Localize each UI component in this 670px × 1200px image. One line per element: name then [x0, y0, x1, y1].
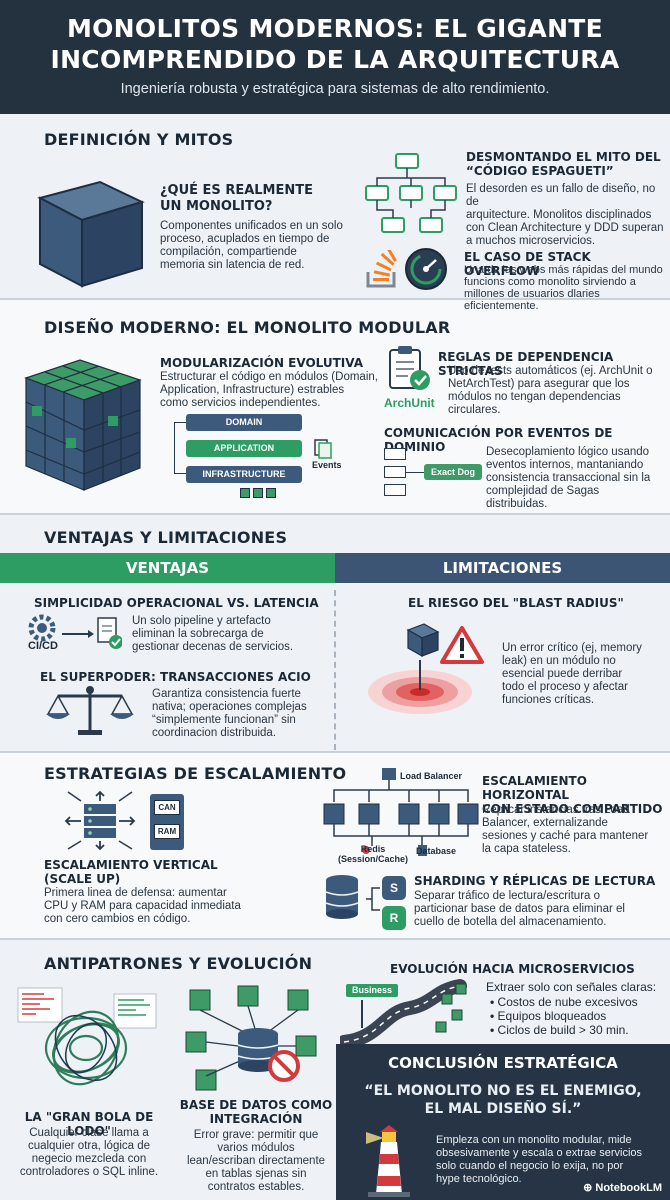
- stack-overflow-text: Una de las webs más rápidas del mundo fu…: [464, 264, 663, 312]
- list-item: Costos de nube excesivos: [490, 995, 638, 1009]
- ball-of-mud-text: Cualquier clase llama a cualquier otra, …: [19, 1127, 159, 1178]
- clean-flow-diagram-icon: [365, 153, 457, 233]
- blast-radius-title: EL RIESGO DEL "BLAST RADIUS": [408, 596, 624, 610]
- divider: [0, 513, 670, 516]
- stack-overflow-icon: [366, 250, 397, 288]
- modularization-title: MODULARIZACIÓN EVOLUTIVA: [160, 356, 364, 370]
- vertical-scaling-text: Primera linea de defensa: aumentar CPU y…: [44, 887, 241, 925]
- server-scale-up-icon: [64, 790, 136, 850]
- shard-s-badge: S: [382, 876, 406, 900]
- horizontal-scaling-text: Replicar instancias tras Load Balancer, …: [482, 804, 649, 855]
- section-title-scaling: ESTRATEGIAS DE ESCALAMIENTO: [44, 764, 347, 783]
- business-sign: Business: [346, 984, 398, 997]
- road-evolution-icon: [340, 979, 467, 1044]
- blast-radius-text: Un error crítico (ej, memory leak) en un…: [502, 642, 642, 706]
- module-block: [253, 488, 263, 498]
- what-is-monolith-text: Componentes unificados en un solo proces…: [160, 220, 343, 271]
- replica-r-badge: R: [382, 906, 406, 930]
- connector: [406, 472, 426, 473]
- database-label: Database: [416, 846, 457, 856]
- speedometer-icon: [405, 248, 447, 290]
- section-title-definition: DEFINICIÓN Y MITOS: [44, 130, 234, 149]
- header-banner: MONOLITOS MODERNOS: EL GIGANTE INCOMPREN…: [0, 0, 670, 114]
- vertical-scaling-title: ESCALAMIENTO VERTICAL (SCALE UP): [44, 858, 218, 886]
- db-integration-title: BASE DE DATOS COMO INTEGRACIÓN: [179, 1098, 333, 1126]
- conclusion-panel: CONCLUSIÓN ESTRATÉGICA “EL MONOLITO NO E…: [336, 1044, 670, 1200]
- page-title: MONOLITOS MODERNOS: EL GIGANTE INCOMPREN…: [50, 14, 620, 74]
- conclusion-quote: “EL MONOLITO NO ES EL ENEMIGO, EL MAL DI…: [364, 1083, 642, 1117]
- brand-mark-icon: ⊕: [583, 1182, 596, 1194]
- evolution-title: EVOLUCIÓN HACIA MICROSERVICIOS: [390, 962, 635, 976]
- simplicity-title: SIMPLICIDAD OPERACIONAL VS. LATENCIA: [34, 596, 319, 610]
- monolith-cube-icon: [37, 180, 145, 288]
- limitations-bar: LIMITACIONES: [335, 553, 670, 583]
- divider: [0, 751, 670, 754]
- ram-chip-label: RAM: [154, 824, 180, 839]
- section-title-modular: DISEÑO MODERNO: EL MONOLITO MODULAR: [44, 318, 451, 337]
- events-label: Events: [312, 460, 342, 470]
- conclusion-title: CONCLUSIÓN ESTRATÉGICA: [388, 1054, 618, 1072]
- section-title-antipatterns: ANTIPATRONES Y EVOLUCIÓN: [44, 954, 313, 973]
- acid-text: Garantiza consistencia fuerte nativa; op…: [152, 688, 307, 739]
- divider: [0, 938, 670, 941]
- balance-scale-icon: [46, 686, 134, 735]
- myth-text: El desorden es un fallo de diseño, no de…: [466, 183, 664, 247]
- evolution-signals-list: Costos de nube excesivos Equipos bloquea…: [490, 995, 638, 1037]
- brand-logo: ⊕ NotebookLM: [583, 1182, 662, 1194]
- module-blocks-row: [240, 488, 286, 498]
- layer-infrastructure: INFRASTRUCTURE: [186, 466, 302, 483]
- domain-events-text: Desecoplamiento lógico usando eventos in…: [486, 446, 651, 510]
- load-balancer-diagram: [323, 768, 479, 856]
- database-stack-icon: [325, 875, 359, 919]
- module-box: [384, 448, 406, 460]
- modularization-text: Estructurar el código en módulos (Domain…: [160, 371, 378, 409]
- archunit-label: ArchUnit: [384, 396, 435, 410]
- page-subtitle: Ingeniería robusta y estratégica para si…: [120, 81, 550, 97]
- cicd-label: CI/CD: [28, 640, 58, 652]
- dependency-rules-text: Uso de tests automáticos (ej. ArchUnit o…: [448, 365, 653, 416]
- load-balancer-label: Load Balancer: [400, 771, 463, 781]
- myth-title: DESMONTANDO EL MITO DEL “CÓDIGO ESPAGUET…: [466, 150, 661, 178]
- list-item: Ciclos de build > 30 min.: [490, 1023, 638, 1037]
- cicd-pipeline-icon: [28, 614, 122, 649]
- divider: [0, 298, 670, 301]
- stack-overflow-title: EL CASO DE STACK OVERFLOW: [464, 250, 591, 278]
- what-is-monolith-title: ¿QUÉ ES REALMENTE UN MONOLITO?: [160, 183, 314, 214]
- module-block: [266, 488, 276, 498]
- simplicity-text: Un solo pipeline y artefacto eliminan la…: [132, 615, 294, 653]
- big-ball-of-mud-icon: [17, 987, 157, 1086]
- evolution-intro: Extraer solo con señales claras:: [486, 980, 657, 994]
- module-box: [384, 484, 406, 496]
- conclusion-text: Empleza con un monolito modular, mide ob…: [436, 1134, 643, 1185]
- module-block: [240, 488, 250, 498]
- advantages-bar: VENTAJAS: [0, 553, 335, 583]
- modular-cube-icon: [24, 359, 142, 491]
- lighthouse-icon: [366, 1125, 410, 1197]
- horizontal-scaling-title: ESCALAMIENTO HORIZONTAL CON ESTADO COMPA…: [482, 774, 663, 816]
- layer-application: APPLICATION: [186, 440, 302, 457]
- pros-cons-divider: [334, 590, 336, 750]
- layer-connector: [174, 422, 186, 474]
- dependency-rules-title: REGLAS DE DEPENDENCIA STRICTAS: [438, 350, 614, 378]
- event-bus-diagram: Exact Dog: [380, 446, 484, 502]
- split-arrows-icon: [366, 887, 380, 911]
- cpu-chip-label: CAN: [154, 800, 180, 815]
- clipboard-check-icon: [389, 346, 430, 390]
- hardware-tower: CAN RAM: [150, 794, 184, 850]
- layers-diagram: DOMAIN APPLICATION INFRASTRUCTURE: [174, 414, 312, 484]
- event-bus-box: Exact Dog: [424, 464, 482, 480]
- list-item: Equipos bloqueados: [490, 1009, 638, 1023]
- module-box: [384, 466, 406, 478]
- db-integration-text: Error grave: permitir que varios módulos…: [186, 1129, 326, 1193]
- sharding-title: SHARDING Y RÉPLICAS DE LECTURA: [414, 874, 656, 888]
- ball-of-mud-title: LA "GRAN BOLA DE LODO": [24, 1110, 154, 1138]
- layer-domain: DOMAIN: [186, 414, 302, 431]
- sharding-text: Separar tráfico de lectura/escritura o p…: [414, 890, 625, 928]
- shared-database-icon: [185, 985, 317, 1091]
- section-title-pros-cons: VENTAJAS Y LIMITACIONES: [44, 528, 288, 547]
- redis-label: Redis (Session/Cache): [338, 844, 409, 864]
- acid-title: EL SUPERPODER: TRANSACCIONES ACIO: [40, 670, 311, 684]
- events-docs-icon: [314, 439, 332, 459]
- blast-radius-icon: [368, 623, 484, 714]
